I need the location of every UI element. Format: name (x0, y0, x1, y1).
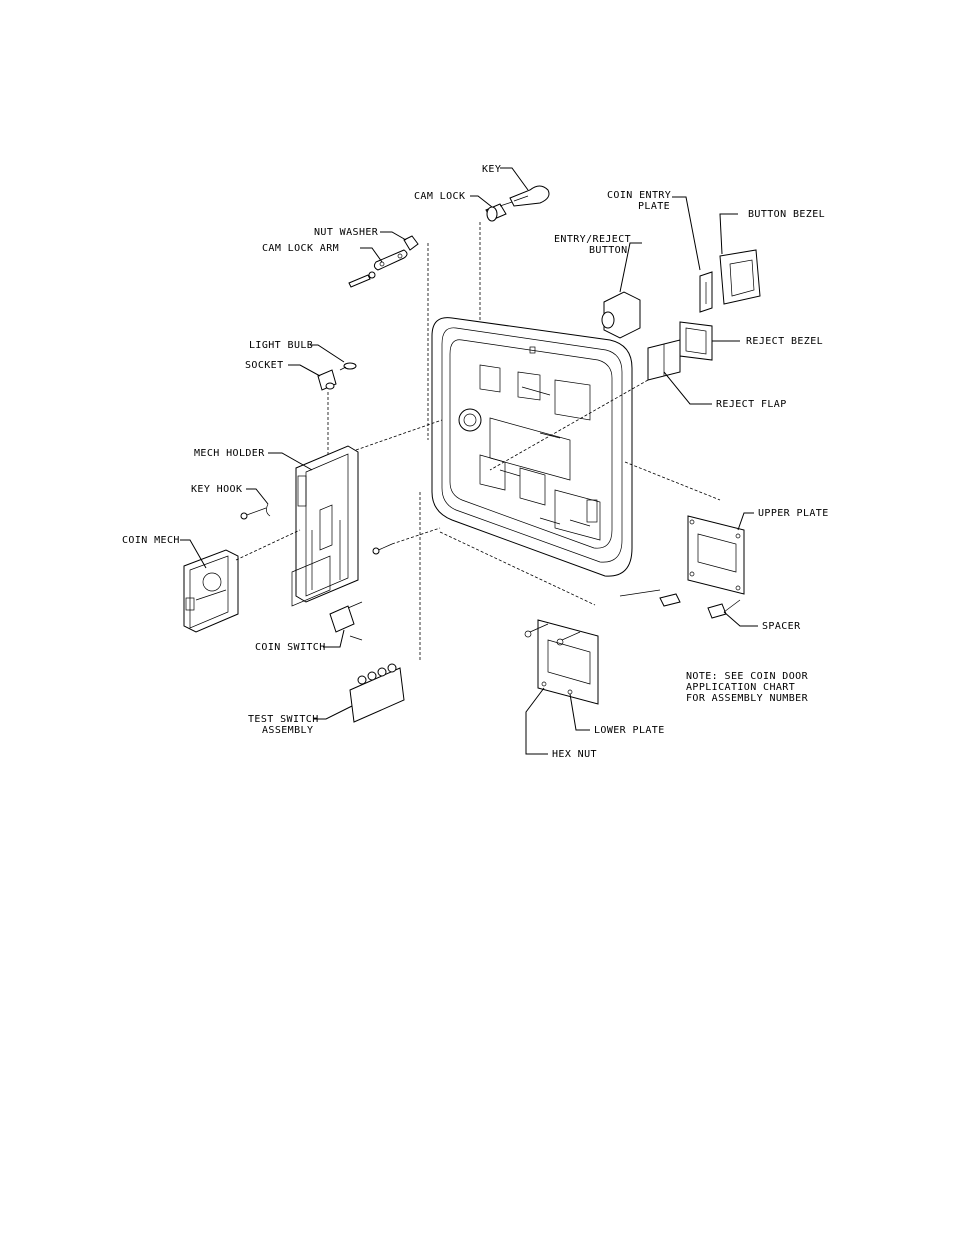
label-cam-lock-arm: CAM LOCK ARM (262, 243, 339, 254)
coin-mech-part (184, 550, 238, 632)
upper-plate-to-door-line (625, 462, 720, 500)
label-upper-plate: UPPER PLATE (758, 508, 829, 519)
socket-part (318, 370, 336, 390)
mech-holder-part (292, 446, 358, 606)
label-key-hook: KEY HOOK (191, 484, 242, 495)
label-entry-reject-button-1: ENTRY/REJECT (554, 234, 631, 245)
mech-to-door-line (356, 420, 442, 450)
coin-entry-plate-part (700, 272, 712, 312)
cam-lock-arm-part (374, 250, 407, 270)
label-spacer: SPACER (762, 621, 801, 632)
key-part (510, 186, 549, 206)
upper-plate-part (688, 516, 744, 594)
nut-washer-part (404, 236, 418, 250)
label-note-1: NOTE: SEE COIN DOOR (686, 671, 809, 682)
label-nut-washer: NUT WASHER (314, 227, 379, 238)
label-test-switch-assembly-2: ASSEMBLY (262, 725, 313, 736)
spacer-part (660, 594, 726, 618)
label-coin-entry-plate-1: COIN ENTRY (607, 190, 671, 201)
coin-door-frame (432, 318, 632, 577)
label-entry-reject-button-2: BUTTON (589, 245, 628, 256)
label-coin-switch: COIN SWITCH (255, 642, 326, 653)
entry-reject-button-part (602, 292, 640, 338)
test-switch-assembly-part (350, 664, 404, 722)
label-socket: SOCKET (245, 360, 284, 371)
label-reject-flap: REJECT FLAP (716, 399, 787, 410)
label-reject-bezel: REJECT BEZEL (746, 336, 823, 347)
key-hook-part (241, 504, 270, 519)
label-test-switch-assembly-1: TEST SWITCH (248, 714, 319, 725)
cam-lock-screw (349, 272, 375, 287)
door-screw (373, 544, 392, 554)
door-screw-line (392, 528, 440, 544)
coin-mech-to-holder-line (236, 530, 300, 560)
reject-flap-part (648, 340, 680, 380)
label-light-bulb: LIGHT BULB (249, 340, 313, 351)
label-coin-entry-plate-2: PLATE (638, 201, 670, 212)
lower-plate-part (538, 620, 598, 704)
label-note-3: FOR ASSEMBLY NUMBER (686, 693, 809, 704)
label-button-bezel: BUTTON BEZEL (748, 209, 825, 220)
label-mech-holder: MECH HOLDER (194, 448, 265, 459)
label-hex-nut: HEX NUT (552, 749, 597, 760)
button-bezel-part (720, 250, 760, 304)
label-cam-lock: CAM LOCK (414, 191, 465, 202)
label-key: KEY (482, 164, 501, 175)
label-lower-plate: LOWER PLATE (594, 725, 665, 736)
light-bulb-part (340, 363, 356, 370)
coin-switch-part (330, 602, 362, 640)
reject-bezel-part (680, 322, 712, 360)
label-note-2: APPLICATION CHART (686, 682, 795, 693)
label-coin-mech: COIN MECH (122, 535, 180, 546)
